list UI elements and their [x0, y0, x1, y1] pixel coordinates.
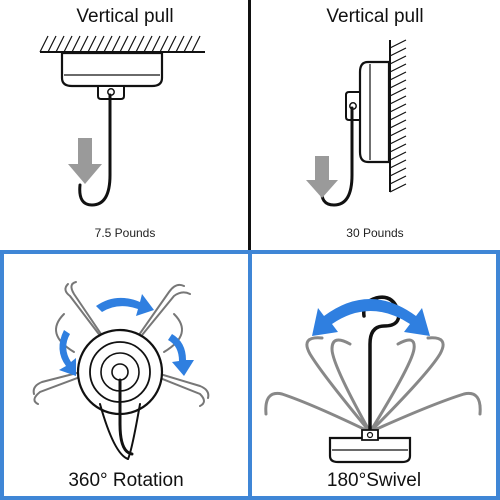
ceiling-hatch: [39, 35, 201, 53]
panel-title: Vertical pull: [76, 6, 174, 27]
swivel-illustration: [264, 295, 482, 464]
panel-caption: 180°Swivel: [326, 470, 422, 491]
swinging-hooks: [264, 336, 482, 434]
vertical-divider: [248, 0, 251, 250]
panel-wall-pull: Vertical pull 30 Pounds: [250, 0, 500, 250]
rotation-arrow-icons: [59, 294, 194, 376]
rotation-illustration: [32, 281, 210, 460]
panel-ceiling-pull: Vertical pull 7.5 Pounds: [0, 0, 250, 250]
swivel-arrow-icon: [312, 299, 430, 336]
swivel-center: [111, 363, 129, 381]
magnet-base: [60, 51, 164, 88]
ceiling-mount-illustration: [39, 35, 205, 207]
wall-mount-illustration: [306, 39, 407, 207]
pull-arrow-icon: [68, 138, 102, 184]
weight-label: 7.5 Pounds: [94, 226, 156, 240]
panel-rotation: 360° Rotation: [0, 250, 250, 500]
rotating-hooks: [32, 281, 210, 407]
pull-arrow-icon: [306, 156, 338, 198]
wall-hatch: [389, 39, 407, 193]
panel-title: Vertical pull: [326, 6, 424, 27]
weight-label: 30 Pounds: [346, 226, 404, 240]
panel-swivel: 180°Swivel: [250, 250, 500, 500]
hook: [78, 93, 112, 207]
magnet-base: [358, 60, 391, 164]
panel-caption: 360° Rotation: [68, 470, 184, 491]
